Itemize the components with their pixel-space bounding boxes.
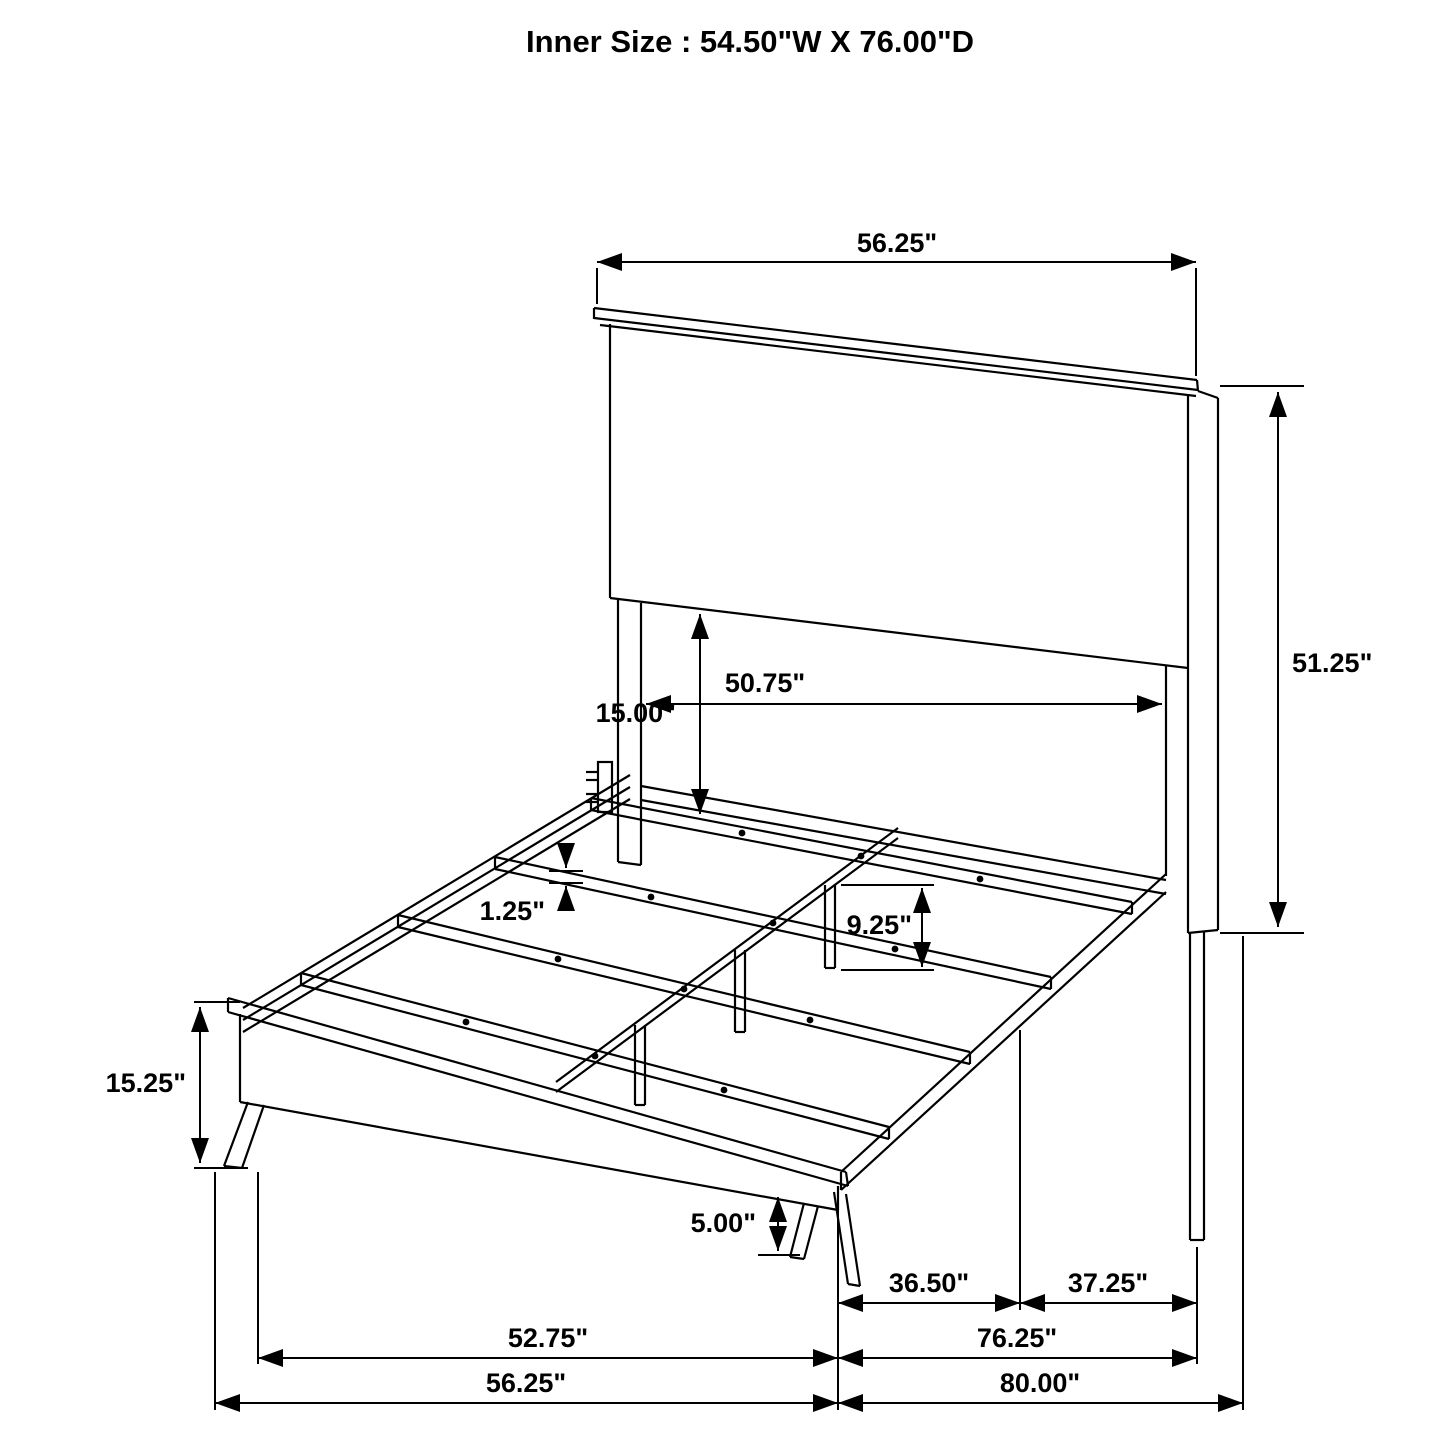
dim-footboard-outer-width-label: 52.75" bbox=[508, 1323, 588, 1353]
dim-support-leg-height: 9.25" bbox=[841, 884, 934, 971]
dim-underbed-clearance: 5.00" bbox=[691, 1197, 800, 1256]
headboard bbox=[586, 306, 1220, 1242]
dim-overall-depth-label: 80.00" bbox=[1000, 1368, 1080, 1398]
dim-footboard-outer-width: 52.75" bbox=[258, 1323, 838, 1367]
dim-headboard-width-label: 56.25" bbox=[857, 228, 937, 258]
diagram-title: Inner Size : 54.50"W X 76.00"D bbox=[526, 24, 974, 59]
dim-overall-depth: 80.00" bbox=[838, 1368, 1243, 1412]
dim-headboard-height-label: 51.25" bbox=[1292, 648, 1372, 678]
dim-side-rail-length-label: 76.25" bbox=[977, 1323, 1057, 1353]
dim-support-leg-height-label: 9.25" bbox=[847, 910, 912, 940]
dim-rear-span: 37.25" bbox=[1020, 1268, 1197, 1312]
dim-front-span: 36.50" bbox=[838, 1268, 1020, 1312]
dimension-extension-lines bbox=[214, 936, 1244, 1410]
dim-panel-gap-label: 15.00" bbox=[596, 698, 676, 728]
dim-front-span-label: 36.50" bbox=[889, 1268, 969, 1298]
dim-footboard-height: 15.25" bbox=[106, 1001, 248, 1169]
bed-frame-rails bbox=[242, 774, 1167, 1288]
dim-headboard-height: 51.25" bbox=[1220, 385, 1372, 934]
dim-overall-width: 56.25" bbox=[215, 1368, 838, 1412]
dim-headboard-width: 56.25" bbox=[596, 228, 1197, 376]
mattress-slats bbox=[299, 796, 1134, 1141]
dim-rear-span-label: 37.25" bbox=[1068, 1268, 1148, 1298]
dim-overall-width-label: 56.25" bbox=[486, 1368, 566, 1398]
dim-slat-thickness-label: 1.25" bbox=[480, 896, 545, 926]
dim-slat-thickness: 1.25" bbox=[480, 843, 583, 926]
dim-panel-gap: 15.00" bbox=[596, 614, 709, 814]
dim-inner-width-label: 50.75" bbox=[725, 668, 805, 698]
footboard bbox=[222, 996, 850, 1261]
dim-footboard-height-label: 15.25" bbox=[106, 1068, 186, 1098]
dim-inner-width: 50.75" bbox=[646, 668, 1162, 713]
dim-side-rail-length: 76.25" bbox=[838, 1323, 1197, 1367]
dim-underbed-clearance-label: 5.00" bbox=[691, 1208, 756, 1238]
center-support-legs bbox=[633, 885, 837, 1107]
